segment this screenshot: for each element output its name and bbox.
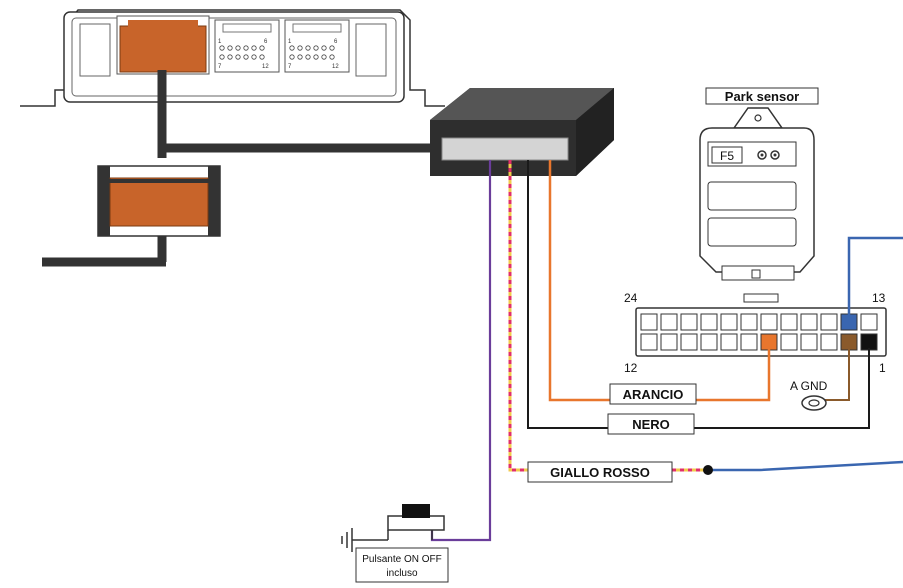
nero-tag: NERO (607, 413, 695, 435)
ecu-b-pin-1: 1 (288, 39, 292, 45)
ecu-a-pin-7: 7 (218, 64, 222, 70)
button-caption-line2: incluso (386, 568, 418, 579)
blue-wire-top (847, 236, 903, 318)
blue-wire-bottom (708, 460, 903, 472)
inline-connector (97, 165, 221, 237)
ecu-b-pin-6: 6 (334, 39, 338, 45)
giallo-rosso-label: GIALLO ROSSO (550, 465, 650, 480)
giallo-rosso-tag: GIALLO ROSSO (527, 461, 673, 483)
arancio-tag: ARANCIO (609, 383, 697, 405)
pin-13-label: 13 (872, 291, 886, 305)
brown-wire-gnd (822, 348, 850, 401)
ecu-b-pin-7: 7 (288, 64, 292, 70)
splice-dot-icon (703, 465, 713, 475)
ecu-connector-a-pins (219, 45, 265, 60)
a-gnd-label: A GND (790, 379, 828, 393)
emulator-module (430, 88, 614, 176)
nero-label: NERO (632, 417, 670, 432)
ecu-unit: 1 6 7 12 1 6 7 12 (20, 9, 445, 107)
ecu-b-pin-12: 12 (332, 64, 339, 70)
nero-wire-left (527, 160, 608, 429)
park-sensor-label: Park sensor (725, 89, 799, 104)
button-caption-box (355, 547, 449, 583)
orange-wire-left (548, 160, 610, 402)
connector-24-pin: 24 13 12 1 (624, 291, 887, 375)
pin-12-label: 12 (624, 361, 638, 375)
arancio-label: ARANCIO (623, 387, 684, 402)
on-off-button (352, 504, 445, 541)
park-sensor: Park sensor F5 (699, 87, 819, 281)
ecu-a-pin-1: 1 (218, 39, 222, 45)
ecu-connector-b-pins (289, 45, 335, 60)
f5-fuse-label: F5 (720, 149, 734, 163)
ground-symbol-icon (341, 528, 353, 552)
pin-1-label: 1 (879, 361, 886, 375)
connector-pin-grid (640, 313, 878, 351)
ecu-a-pin-6: 6 (264, 39, 268, 45)
ecu-a-pin-12: 12 (262, 64, 269, 70)
black-wire-pin1 (694, 348, 870, 429)
ground-ring-terminal-icon (801, 395, 827, 411)
pin-24-label: 24 (624, 291, 638, 305)
orange-wire-right (696, 348, 771, 402)
yellow-red-wire-stripe (508, 160, 528, 472)
purple-wire (430, 160, 492, 542)
yellow-red-wire-base (508, 160, 528, 472)
button-caption-line1: Pulsante ON OFF (362, 554, 441, 565)
